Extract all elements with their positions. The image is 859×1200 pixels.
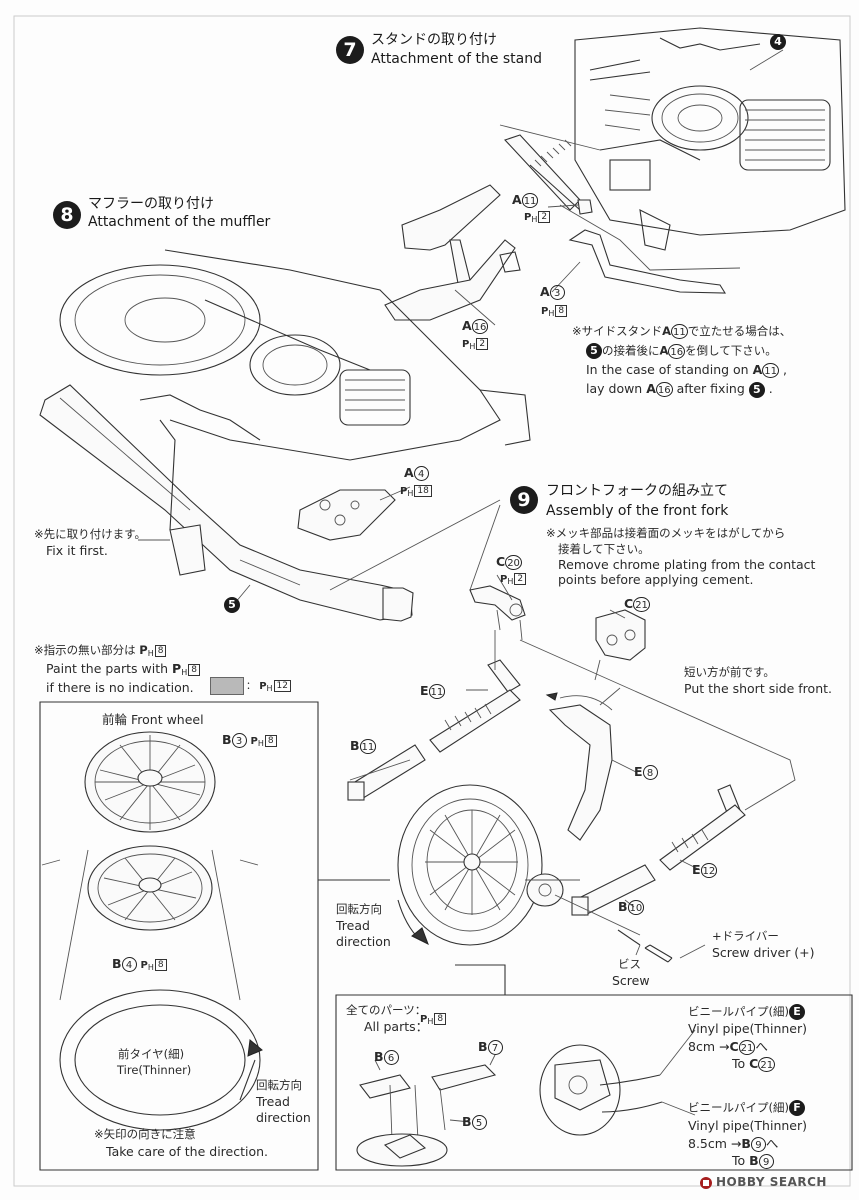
direction-note-ja: ※矢印の向きに注意: [94, 1127, 196, 1141]
short-side-note-en: Put the short side front.: [684, 681, 832, 696]
step-8-title-en: Attachment of the muffler: [88, 214, 271, 230]
ref-4: 4: [770, 33, 786, 50]
step-9-note-ja-2: 接着して下さい。: [558, 542, 650, 556]
tire-label-ja: 前タイヤ(細): [118, 1047, 185, 1061]
stand-frame-drawing: [574, 27, 846, 251]
step-7-title-en: Attachment of the stand: [371, 51, 543, 67]
paint-note-en-2: if there is no indication.: [46, 680, 194, 695]
vinyl-pipe-e-en: Vinyl pipe(Thinner): [688, 1021, 808, 1036]
step-7-title-ja: スタンドの取り付け: [371, 32, 497, 48]
front-fork-drawing: [347, 585, 796, 963]
gray-paint-swatch: [210, 677, 244, 695]
tire-label-en: Tire(Thinner): [117, 1063, 192, 1077]
fork-rotation-ja: 回転方向: [336, 902, 382, 916]
all-parts-inset-frame: [335, 964, 853, 1171]
step-9-note-en-1: Remove chrome plating from the contact: [558, 557, 816, 572]
screwdriver-label-en: Screw driver (+): [712, 945, 815, 960]
step-9-note-en-2: points before applying cement.: [558, 572, 754, 587]
ref-5: 5: [224, 596, 240, 613]
direction-note-en: Take care of the direction.: [106, 1144, 269, 1159]
vinyl-pipe-f-ja: ビニールパイプ(細)F: [688, 1100, 805, 1116]
step-8-title-ja: マフラーの取り付け: [88, 196, 214, 212]
screw-label-ja: ビス: [618, 957, 641, 971]
front-wheel-inset-frame: [39, 701, 390, 1171]
muffler-bike-drawing: [39, 249, 531, 622]
watermark-text: HOBBY SEARCH: [716, 1175, 827, 1189]
step-9-title-ja: フロントフォークの組み立て: [546, 483, 728, 499]
all-parts-label-en: All parts：: [364, 1019, 429, 1034]
step-9-title-en: Assembly of the front fork: [546, 503, 729, 519]
short-side-note-ja: 短い方が前です。: [684, 665, 775, 679]
fork-rotation-en-1: Tread: [336, 918, 370, 933]
step-9-note-ja-1: ※メッキ部品は接着面のメッキをはがしてから: [546, 526, 786, 540]
watermark-logo-icon: [700, 1177, 712, 1189]
vinyl-pipe-f-en: Vinyl pipe(Thinner): [688, 1118, 808, 1133]
fork-rotation-en-2: direction: [336, 934, 391, 949]
front-wheel-drawing: [41, 731, 263, 1131]
step-9-badge: 9: [510, 486, 538, 514]
all-parts-drawing: [356, 1029, 696, 1167]
wheel-rotation-ja: 回転方向: [256, 1078, 302, 1092]
wheel-rotation-en-1: Tread: [256, 1094, 290, 1109]
screwdriver-label-ja: +ドライバー: [712, 929, 779, 943]
step-7-badge: 7: [336, 36, 364, 64]
wheel-rotation-en-2: direction: [256, 1110, 311, 1125]
vinyl-pipe-e-ja: ビニールパイプ(細)E: [688, 1004, 805, 1020]
screw-label-en: Screw: [612, 973, 650, 988]
step-8-note-ja: ※先に取り付けます。: [34, 527, 146, 541]
side-stand-drawing: [384, 124, 741, 321]
front-wheel-title: 前輪 Front wheel: [102, 712, 204, 727]
step-8-note-en: Fix it first.: [46, 543, 108, 558]
all-parts-label-ja: 全てのパーツ：: [346, 1003, 427, 1017]
step-8-badge: 8: [53, 201, 81, 229]
